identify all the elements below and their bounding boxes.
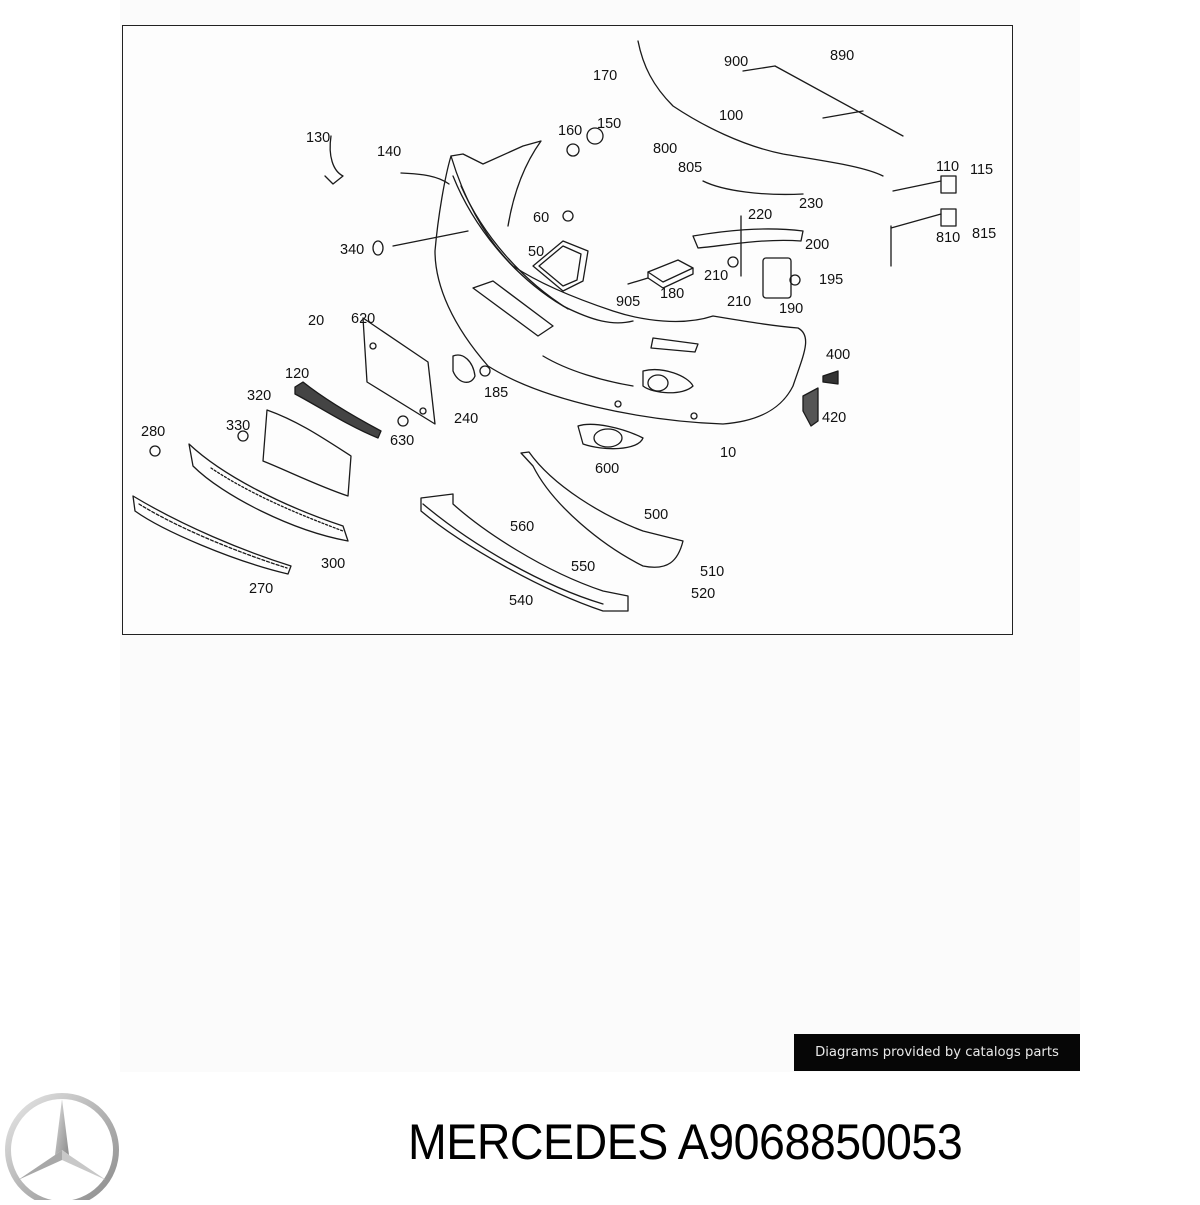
callout-320: 320 bbox=[247, 388, 272, 404]
callout-900: 900 bbox=[724, 54, 749, 70]
callout-185: 185 bbox=[484, 385, 509, 401]
part-number: A9068850053 bbox=[677, 1114, 963, 1170]
callout-420: 420 bbox=[822, 410, 847, 426]
callout-810: 810 bbox=[936, 230, 961, 246]
callout-110: 110 bbox=[936, 159, 960, 175]
callout-815: 815 bbox=[972, 226, 997, 242]
credit-text: Diagrams provided by catalogs parts bbox=[815, 1045, 1059, 1060]
callout-510: 510 bbox=[700, 564, 725, 580]
callout-600: 600 bbox=[595, 461, 620, 477]
exploded-parts-diagram bbox=[122, 25, 1013, 635]
callout-620: 620 bbox=[351, 311, 376, 327]
callout-550: 550 bbox=[571, 559, 596, 575]
callout-115: 115 bbox=[970, 162, 994, 178]
callout-560: 560 bbox=[510, 519, 535, 535]
callout-10: 10 bbox=[720, 445, 737, 461]
callout-190: 190 bbox=[779, 301, 804, 317]
callout-340: 340 bbox=[340, 242, 365, 258]
callout-540: 540 bbox=[509, 593, 534, 609]
callout-805: 805 bbox=[678, 160, 703, 176]
callout-180: 180 bbox=[660, 286, 685, 302]
callout-905: 905 bbox=[616, 294, 641, 310]
callout-210b: 210 bbox=[727, 294, 752, 310]
callout-220: 220 bbox=[748, 207, 773, 223]
callout-520: 520 bbox=[691, 586, 716, 602]
callout-150: 150 bbox=[597, 116, 622, 132]
brand-name: MERCEDES bbox=[408, 1114, 668, 1170]
callout-400: 400 bbox=[826, 347, 851, 363]
callout-50: 50 bbox=[528, 244, 545, 260]
callout-630: 630 bbox=[390, 433, 415, 449]
bumper-assembly-drawing bbox=[132, 40, 957, 612]
callout-130: 130 bbox=[306, 130, 331, 146]
callout-120: 120 bbox=[285, 366, 310, 382]
callout-60: 60 bbox=[533, 210, 550, 226]
product-title: MERCEDES A9068850053 bbox=[408, 1113, 963, 1171]
callout-270: 270 bbox=[249, 581, 274, 597]
callout-300: 300 bbox=[321, 556, 346, 572]
callout-200: 200 bbox=[805, 237, 830, 253]
callout-195: 195 bbox=[819, 272, 844, 288]
callout-500: 500 bbox=[644, 507, 669, 523]
callout-20: 20 bbox=[308, 313, 325, 329]
callout-330: 330 bbox=[226, 418, 251, 434]
credit-badge: Diagrams provided by catalogs parts bbox=[794, 1034, 1080, 1071]
mercedes-star-icon bbox=[0, 1088, 120, 1205]
callout-240: 240 bbox=[454, 411, 479, 427]
callout-140: 140 bbox=[377, 144, 402, 160]
callout-210: 210 bbox=[704, 268, 729, 284]
callout-170: 170 bbox=[593, 68, 618, 84]
callout-160: 160 bbox=[558, 123, 583, 139]
callout-890: 890 bbox=[830, 48, 855, 64]
callout-100: 100 bbox=[719, 108, 744, 124]
callout-230: 230 bbox=[799, 196, 824, 212]
callout-800: 800 bbox=[653, 141, 678, 157]
callout-280: 280 bbox=[141, 424, 166, 440]
